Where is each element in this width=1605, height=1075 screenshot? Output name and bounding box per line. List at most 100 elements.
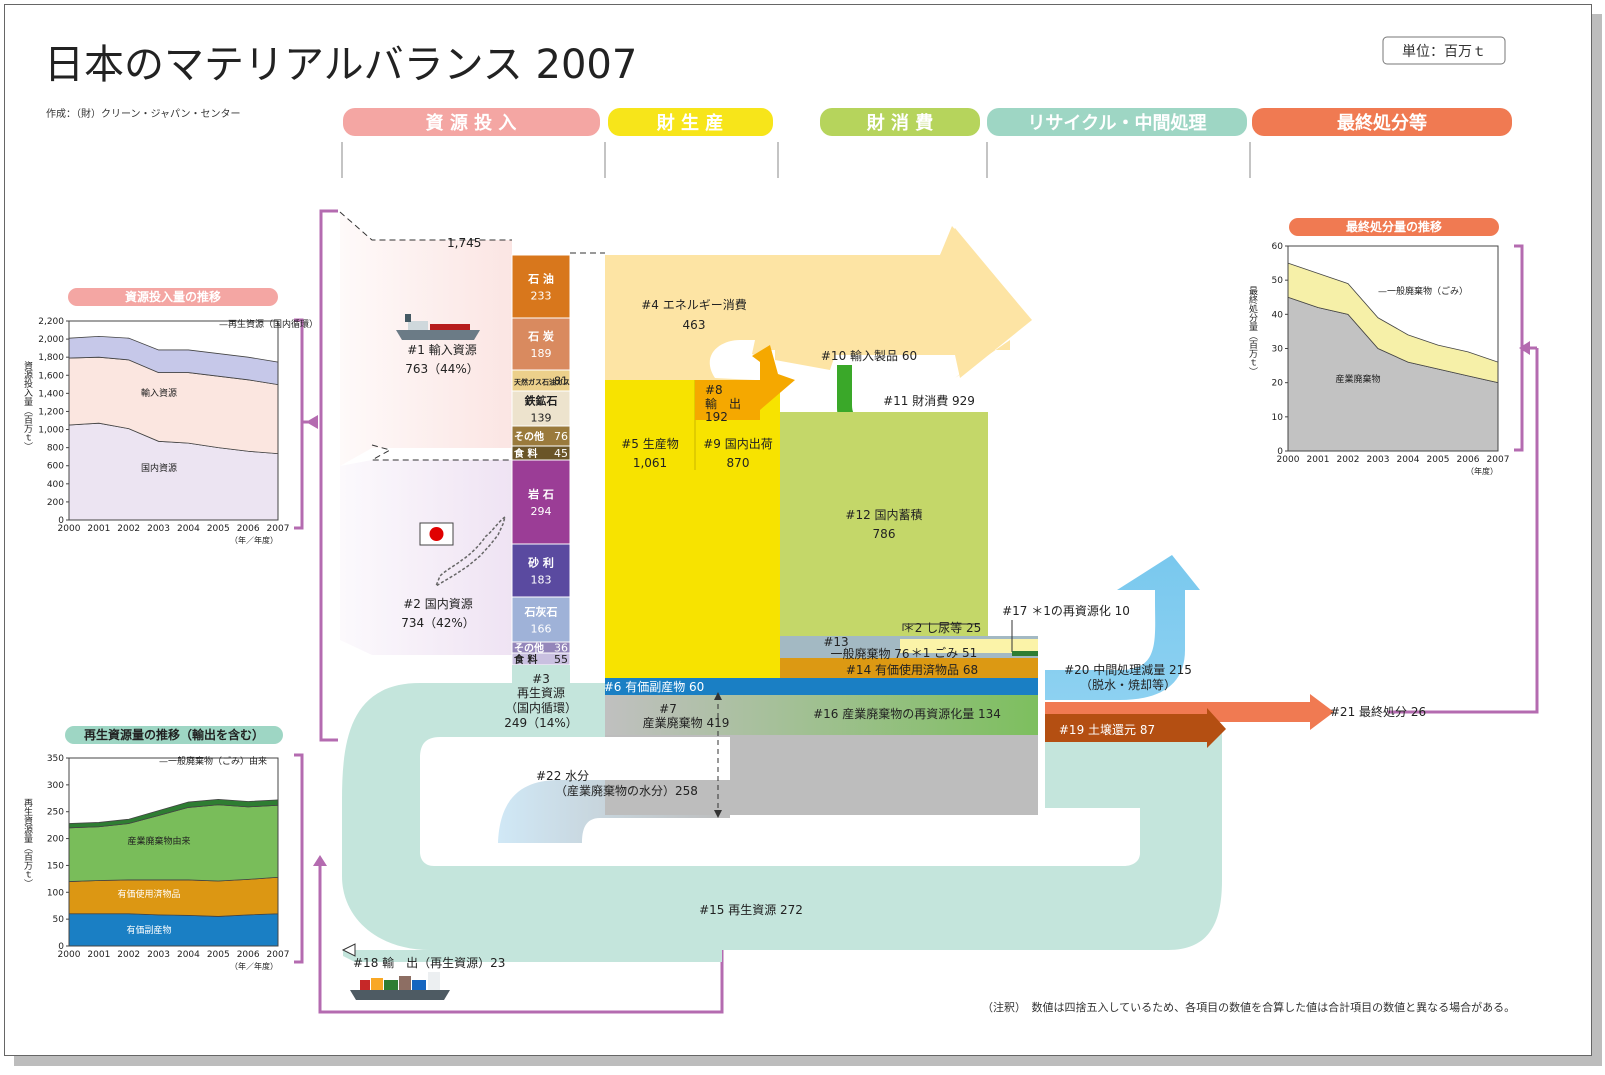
energy-value: 463 [683,318,706,332]
consumption-label: #11 財消費 929 [883,393,975,408]
chart-y-tick-label: 1,800 [38,353,64,363]
resource-block-value: 76 [554,430,568,443]
imported-products-label: #10 輸入製品 60 [821,348,917,363]
chart-x-tick-label: 2007 [267,524,290,534]
recycled-input-block [512,665,570,737]
import-label: #1 輸入資源 [407,342,477,357]
recycled-in-label: 再生資源 [517,686,565,700]
stock-block [780,412,988,636]
chart-y-tick-label: 1,600 [38,371,64,381]
chart-series-label: —再生資源（国内循環） [219,318,318,330]
recycled-total-label: #15 再生資源 272 [699,903,803,917]
chart-y-tick-label: 200 [47,835,64,845]
unit-label: 単位：百万ｔ [1402,44,1486,60]
chart-x-axis-label: （年度） [1466,466,1498,476]
chart-y-tick-label: 250 [47,808,64,818]
chart-x-tick-label: 2001 [87,524,110,534]
stage-consumption-pill [820,108,980,136]
chart-y-tick-label: 2,000 [38,335,64,345]
chart-y-tick-label: 100 [47,888,64,898]
chart-x-tick-label: 2001 [87,950,110,960]
chart-series-label: 輸入資源 [141,387,177,399]
chart-title: 資源投入量の推移 [125,289,221,304]
stage-input: 資 源 投 入 [426,112,517,134]
chart-y-tick-label: 0 [1277,447,1283,457]
chart-x-tick-label: 2005 [1427,455,1450,465]
chart-y-tick-label: 60 [1272,242,1284,252]
chart-y-tick-label: 2,200 [38,317,64,327]
chart-x-tick-label: 2006 [237,524,260,534]
chart-x-tick-label: 2007 [1487,455,1510,465]
chart-y-tick-label: 20 [1272,379,1284,389]
recycled-in-num: #3 [532,672,550,686]
unit-box [1382,36,1506,65]
chart-title-pill [65,726,283,744]
chart-y-tick-label: 0 [58,516,64,526]
domestic-funnel [340,460,512,655]
arrow-input-chart [306,415,318,429]
chart-series-label: 国内資源 [141,462,177,474]
garbage-recycle-band [1012,651,1038,656]
soil-return-arrow [1045,708,1226,748]
resource-block [511,543,571,598]
chart-x-tick-label: 2002 [117,524,140,534]
chart-frame [68,320,279,521]
resource-block-value: 139 [531,412,552,425]
garbage-label: ＊1 ごみ 51 [911,645,978,660]
japan-map-icon [434,515,507,588]
stock-value: 786 [873,527,896,541]
chart-y-tick-label: 800 [47,444,64,454]
chart-title: 最終処分量の推移 [1346,219,1442,234]
chart-series-label: —一般廃棄物（ごみ）由来 [159,755,267,767]
resource-block-label: 食 料 [513,447,537,460]
resource-block-value: 166 [531,623,552,636]
resource-block [511,390,571,427]
water-gap [605,737,730,780]
resource-block-label: 食 料 [513,653,537,666]
resource-block-label: 天然ガス石油ガス [514,378,570,387]
chart-y-tick-label: 400 [47,480,64,490]
chart-y-tick-label: 0 [58,942,64,952]
domestic-label: #2 国内資源 [403,597,473,611]
reduction-note: （脱水・焼却等） [1080,677,1176,692]
chart-series-label: 産業廃棄物 [1335,373,1380,385]
resource-block-label: 石 油 [527,272,554,286]
resource-block [511,459,571,545]
resource-block [511,317,571,371]
chart-title-pill [1289,218,1499,236]
stage-input-pill [343,108,600,136]
footnote: （注釈） 数値は四捨五入しているため、各項目の数値を合算した値は合計項目の数値と… [982,1000,1515,1014]
chart-x-tick-label: 2006 [237,950,260,960]
garbage-band [900,639,1038,653]
resource-block [511,596,571,643]
resource-block [511,254,571,319]
resource-block-value: 189 [531,347,552,360]
energy-area [605,226,1032,380]
chart-x-tick-label: 2004 [1397,455,1420,465]
recycle-loop [342,683,1222,950]
stage-production-pill [608,108,773,136]
chart-x-tick-label: 2003 [1367,455,1390,465]
chart-x-tick-label: 2000 [58,950,81,960]
chart-x-tick-label: 2001 [1307,455,1330,465]
arrow-recycle-chart [313,855,327,866]
export-num: #8 [705,383,723,397]
chart-y-tick-label: 600 [47,462,64,472]
chart-y-tick-label: 30 [1272,345,1284,355]
chart-title-pill [68,288,278,306]
byproduct-band [605,678,1038,695]
stage-recycle: リサイクル・中間処理 [1027,112,1206,134]
industrial-waste-num: #7 [659,702,677,716]
shipment-value: 870 [727,456,750,470]
chart-y-tick-label: 40 [1272,310,1284,320]
import-ship-icon [396,314,480,340]
chart-y-tick-label: 300 [47,781,64,791]
shipment-label: #9 国内出荷 [703,437,773,451]
import-value: 763（44%） [405,362,479,376]
resource-block-label: 鉄鉱石 [525,394,558,408]
stage-headers: 資 源 投 入 財 生 産 財 消 費 リサイクル・中間処理 最終処分等 [341,108,1512,178]
stock-label: #12 国内蓄積 [845,507,922,522]
chart-x-tick-label: 2000 [1277,455,1300,465]
valuable-used-band [780,658,1038,678]
